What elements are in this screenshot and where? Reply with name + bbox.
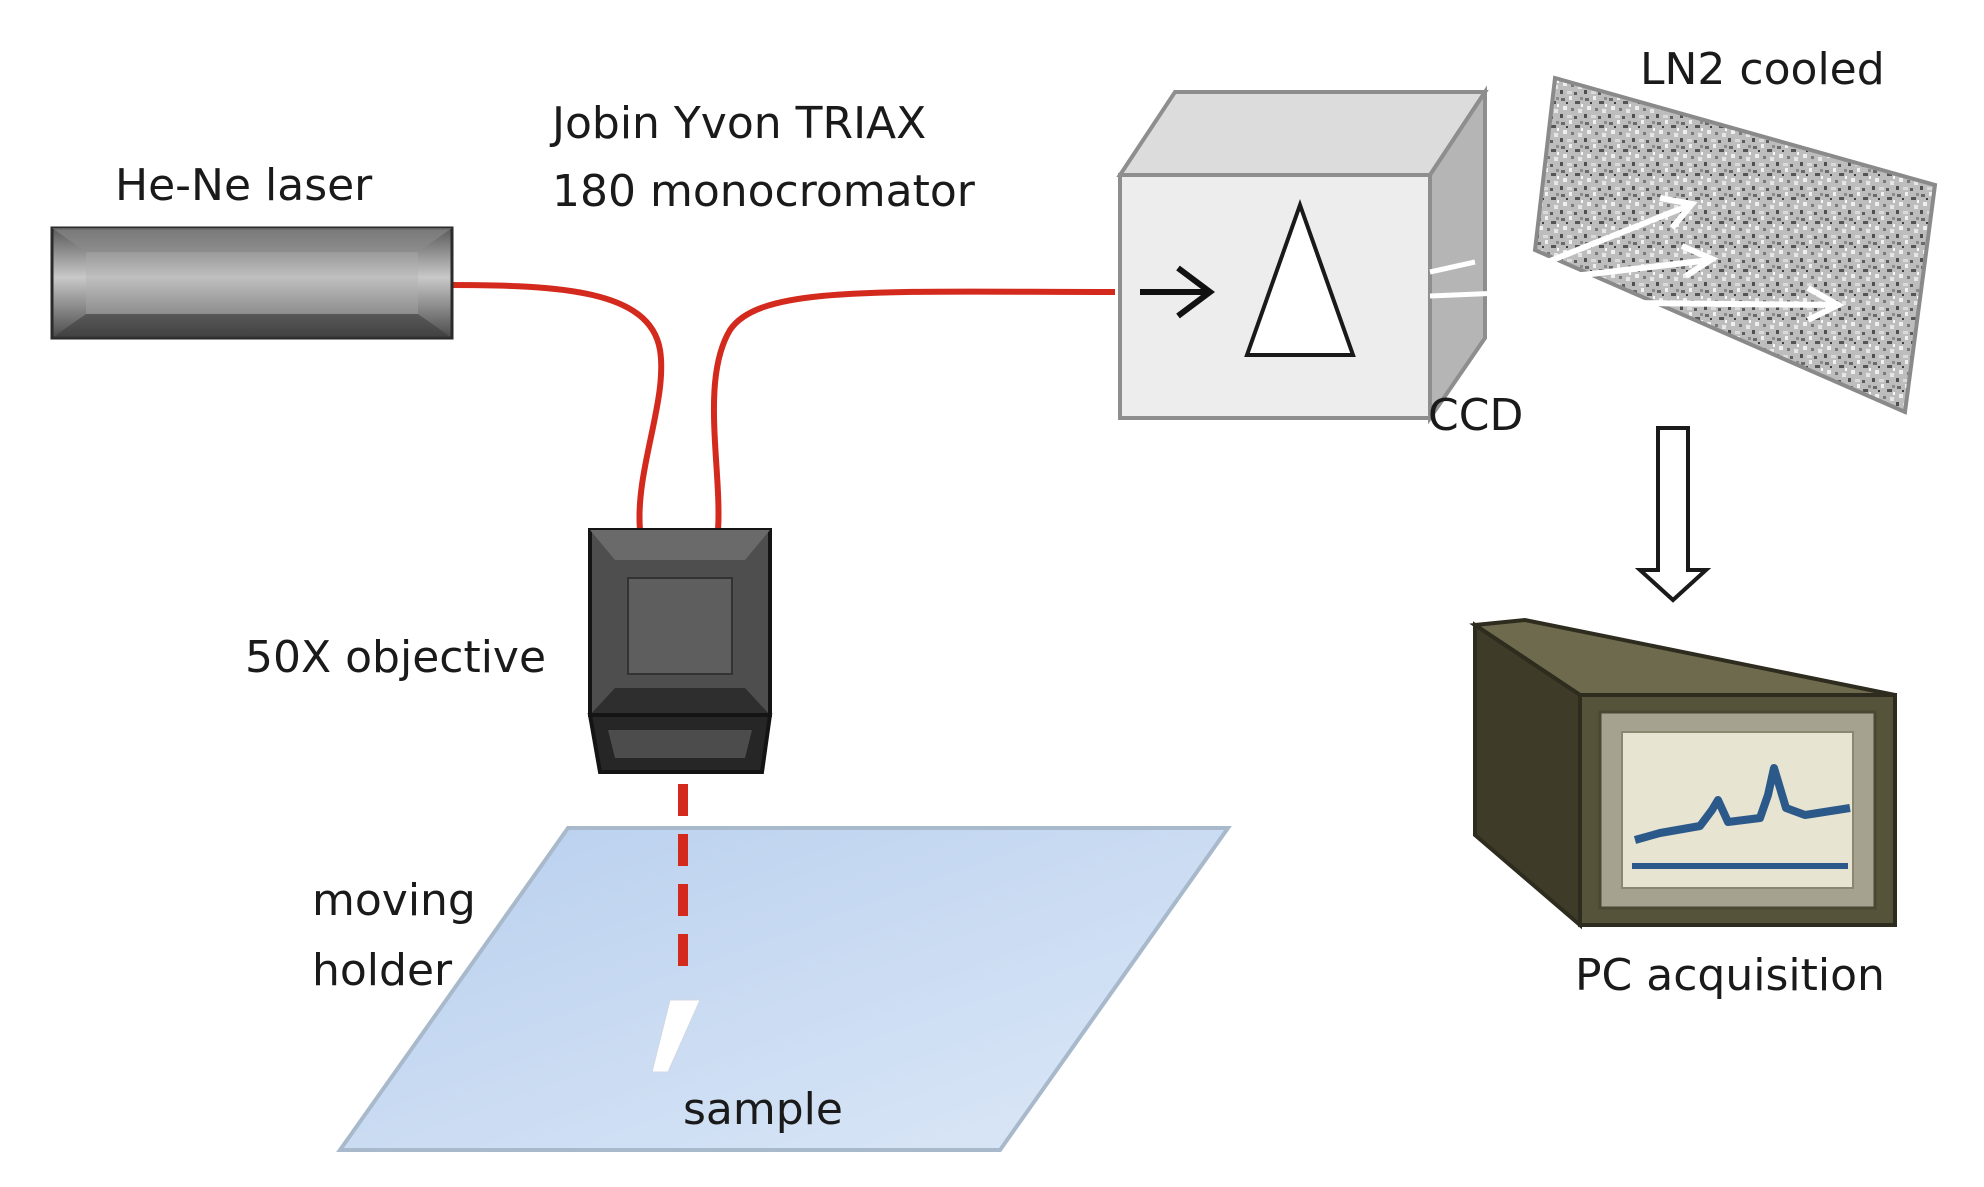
label-he-ne-laser: He-Ne laser	[115, 160, 373, 211]
grating-triangle-icon	[1244, 198, 1356, 357]
ccd-chip-icon	[1429, 75, 1938, 415]
moving-holder-plate	[336, 826, 1232, 1152]
label-monochromator-line1: Jobin Yvon TRIAX	[549, 98, 926, 149]
label-objective: 50X objective	[245, 632, 546, 683]
label-holder-line2: holder	[312, 945, 453, 996]
pc-monitor-icon	[1469, 617, 1897, 930]
spectrum-trace	[1633, 764, 1851, 844]
label-holder-line1: moving	[312, 875, 476, 926]
excitation-fiber	[449, 282, 665, 531]
sample-piece	[651, 999, 701, 1073]
monochromator-box-icon	[1116, 85, 1489, 425]
microscope-objective-icon	[587, 528, 773, 774]
label-pc-acquisition: PC acquisition	[1575, 950, 1885, 1001]
he-ne-laser-icon	[50, 226, 454, 340]
collection-fiber	[710, 288, 1116, 531]
label-sample: sample	[683, 1084, 843, 1135]
label-ccd: CCD	[1428, 390, 1523, 441]
hollow-down-arrow-icon	[1634, 426, 1712, 603]
label-ln2-cooled: LN2 cooled	[1640, 44, 1885, 95]
label-monochromator-line2: 180 monocromator	[552, 166, 976, 217]
